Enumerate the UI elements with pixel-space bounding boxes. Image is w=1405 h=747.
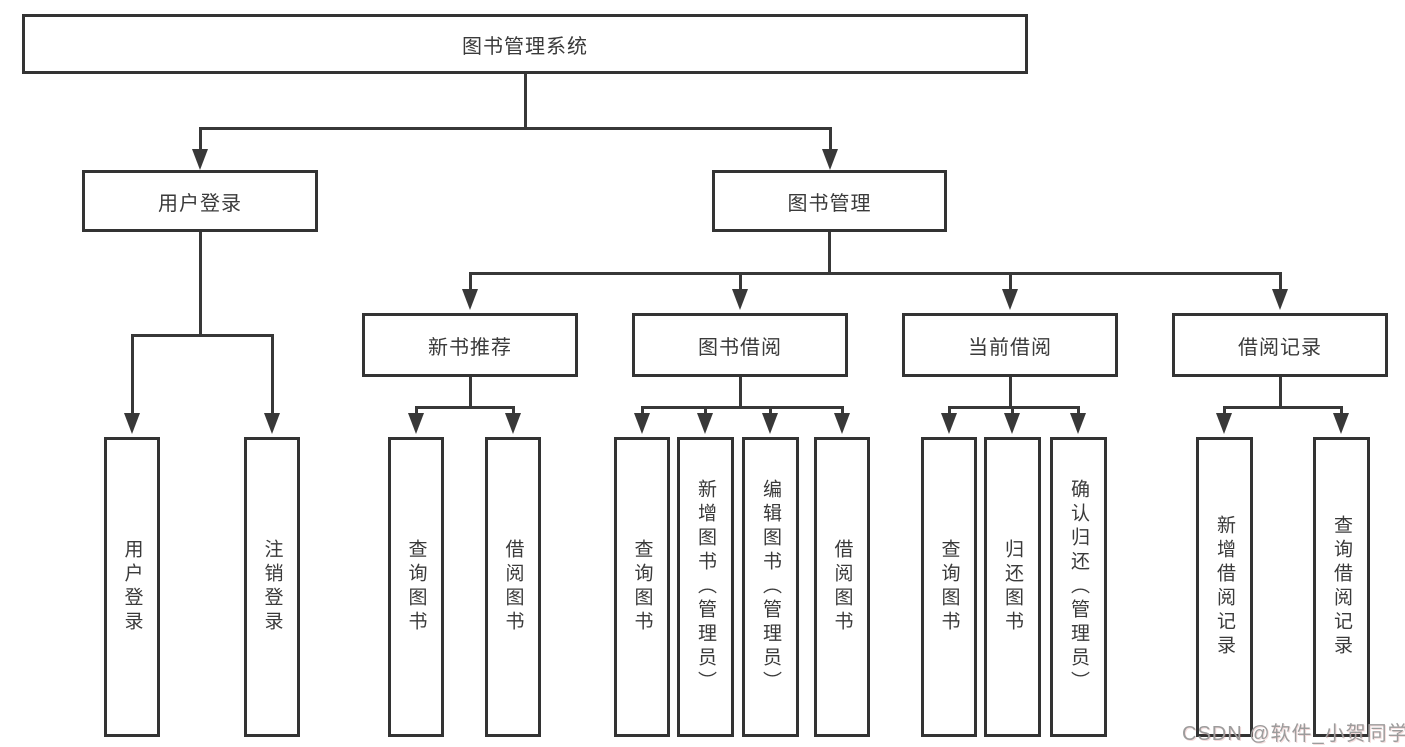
arrow-to-cb-confirm (1070, 408, 1086, 434)
arrow-to-new-book-recommend (462, 274, 478, 310)
leaf-cb-return-books-label: 归还图书 (1002, 539, 1023, 635)
arrow-to-logout-leaf (264, 336, 280, 434)
node-book-borrow-label: 图书借阅 (698, 336, 782, 359)
arrow-to-borrow-record (1272, 274, 1288, 310)
leaf-bb-add-books-admin-label: 新增图书（管理员） (695, 479, 716, 695)
node-new-book-recommend: 新书推荐 (362, 313, 578, 377)
arrow-to-br-query (1333, 408, 1349, 434)
arrow-to-bb-add (697, 408, 713, 434)
node-user-login-label: 用户登录 (158, 192, 242, 215)
connector-user-login-branch (130, 334, 274, 337)
node-current-borrow-label: 当前借阅 (968, 336, 1052, 359)
leaf-nb-borrow-books: 借阅图书 (485, 437, 541, 737)
node-current-borrow: 当前借阅 (902, 313, 1118, 377)
leaf-bb-add-books-admin: 新增图书（管理员） (677, 437, 734, 737)
leaf-logout: 注销登录 (244, 437, 300, 737)
node-root-label: 图书管理系统 (462, 35, 588, 58)
connector-root-branch (198, 127, 832, 130)
connector-borrow-record-stem (1278, 377, 1282, 408)
connector-book-management-stem (827, 232, 831, 274)
csdn-watermark: CSDN @软件_小贺同学 (1182, 723, 1405, 745)
node-root: 图书管理系统 (22, 14, 1028, 74)
arrow-to-user-login-leaf (124, 336, 140, 434)
arrow-to-cb-query (941, 408, 957, 434)
leaf-logout-label: 注销登录 (261, 539, 283, 635)
arrow-to-bb-query (634, 408, 650, 434)
leaf-cb-return-books: 归还图书 (984, 437, 1041, 737)
arrow-to-bb-borrow (834, 408, 850, 434)
leaf-br-add-record-label: 新增借阅记录 (1214, 515, 1235, 659)
arrow-to-br-add (1216, 408, 1232, 434)
connector-borrow-record-branch (1222, 406, 1343, 409)
connector-current-borrow-stem (1008, 377, 1012, 408)
node-user-login: 用户登录 (82, 170, 318, 232)
connector-root-stem (523, 74, 527, 128)
connector-book-borrow-stem (738, 377, 742, 408)
leaf-nb-borrow-books-label: 借阅图书 (502, 539, 524, 635)
connector-book-borrow-branch (640, 406, 844, 409)
node-borrow-record-label: 借阅记录 (1238, 336, 1322, 359)
arrow-to-nb-borrow (505, 408, 521, 434)
connector-book-management-branch (468, 272, 1282, 275)
arrow-to-book-management (822, 128, 838, 170)
arrow-to-bb-edit (762, 408, 778, 434)
arrow-to-nb-query (408, 408, 424, 434)
connector-current-borrow-branch (947, 406, 1080, 409)
node-new-book-recommend-label: 新书推荐 (428, 336, 512, 359)
leaf-nb-query-books: 查询图书 (388, 437, 444, 737)
node-book-management: 图书管理 (712, 170, 947, 232)
leaf-user-login-label: 用户登录 (121, 539, 143, 635)
leaf-cb-query-books: 查询图书 (921, 437, 977, 737)
arrow-to-book-borrow (732, 274, 748, 310)
arrow-to-cb-return (1004, 408, 1020, 434)
leaf-bb-edit-books-admin: 编辑图书（管理员） (742, 437, 799, 737)
leaf-bb-query-books: 查询图书 (614, 437, 670, 737)
leaf-br-query-record-label: 查询借阅记录 (1331, 515, 1352, 659)
leaf-cb-confirm-return-admin-label: 确认归还（管理员） (1068, 479, 1089, 695)
leaf-bb-borrow-books: 借阅图书 (814, 437, 870, 737)
leaf-user-login: 用户登录 (104, 437, 160, 737)
leaf-bb-edit-books-admin-label: 编辑图书（管理员） (760, 479, 781, 695)
node-borrow-record: 借阅记录 (1172, 313, 1388, 377)
connector-new-book-branch (414, 406, 515, 409)
leaf-cb-confirm-return-admin: 确认归还（管理员） (1050, 437, 1107, 737)
leaf-bb-query-books-label: 查询图书 (631, 539, 653, 635)
leaf-cb-query-books-label: 查询图书 (938, 539, 960, 635)
connector-user-login-stem (198, 232, 202, 336)
leaf-br-query-record: 查询借阅记录 (1313, 437, 1370, 737)
leaf-br-add-record: 新增借阅记录 (1196, 437, 1253, 737)
leaf-nb-query-books-label: 查询图书 (405, 539, 427, 635)
arrow-to-current-borrow (1002, 274, 1018, 310)
connector-new-book-stem (468, 377, 472, 408)
node-book-borrow: 图书借阅 (632, 313, 848, 377)
node-book-management-label: 图书管理 (787, 192, 872, 215)
arrow-to-user-login (192, 128, 208, 170)
leaf-bb-borrow-books-label: 借阅图书 (831, 539, 853, 635)
